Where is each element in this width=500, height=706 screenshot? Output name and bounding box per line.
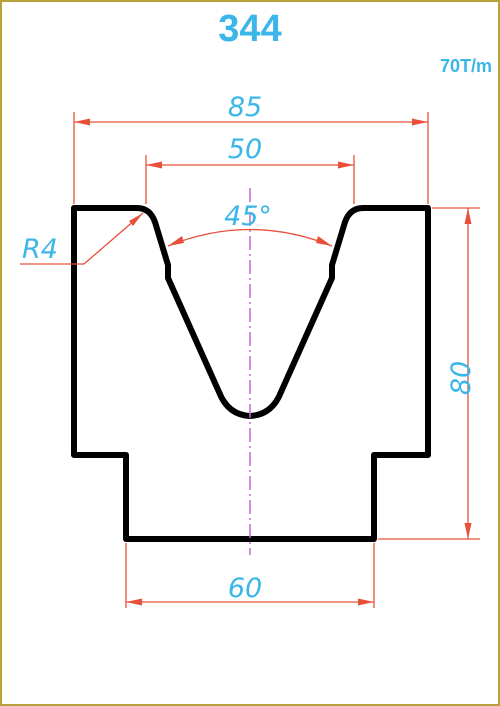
dimension-total-width-label: 85 [228,92,262,123]
dimension-base-width [125,543,375,608]
dimension-base-width-label: 60 [228,573,262,604]
die-profile-outline [71,205,431,542]
capacity-label: 70T/m [439,56,492,76]
dimension-height-label: 80 [446,361,477,395]
profile-number: 344 [218,8,282,50]
dimension-angle [167,228,333,247]
dimension-radius-leader [20,212,144,265]
dimension-height [378,207,480,540]
dimension-angle-label: 45° [224,201,272,232]
dimension-total-width [73,112,429,204]
dimension-radius-label: R4 [22,234,58,265]
dimension-v-opening [145,155,355,204]
dimension-v-opening-label: 50 [228,134,262,165]
